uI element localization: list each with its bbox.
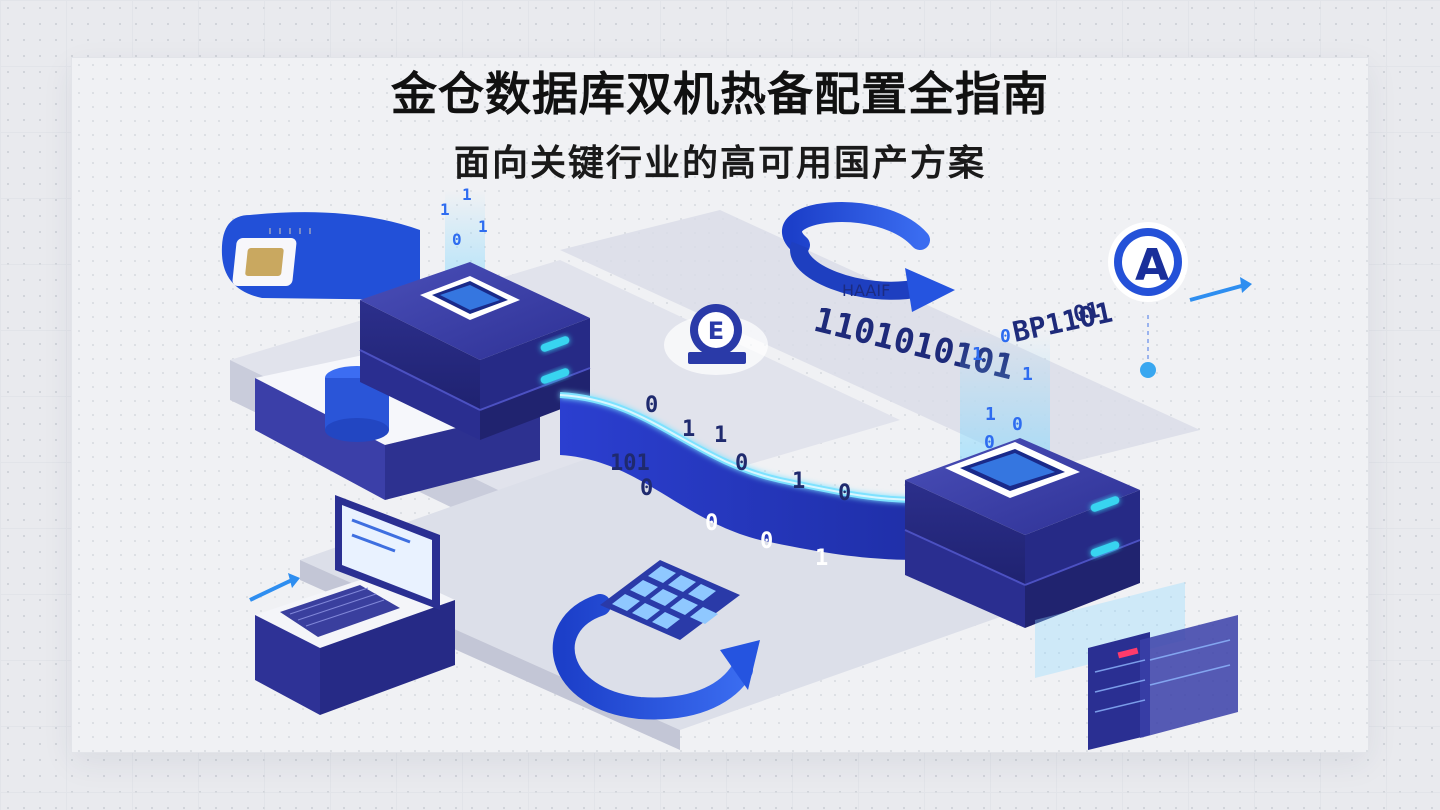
page-title: 金仓数据库双机热备配置全指南 bbox=[391, 67, 1049, 121]
stream-bit: 0 bbox=[640, 476, 653, 501]
stream-bit: 0 bbox=[735, 451, 748, 476]
stream-bit: 101 bbox=[610, 451, 650, 476]
svg-text:0: 0 bbox=[1000, 326, 1011, 347]
stream-bit: 0 bbox=[838, 481, 851, 506]
svg-text:0: 0 bbox=[1012, 414, 1023, 435]
svg-text:1: 1 bbox=[985, 404, 996, 425]
workstation-computer bbox=[249, 495, 455, 715]
stream-bit: 0 bbox=[705, 511, 718, 536]
page-subtitle: 面向关键行业的高可用国产方案 bbox=[453, 143, 986, 184]
stream-bit: 0 bbox=[760, 529, 773, 554]
monitoring-panels bbox=[1035, 582, 1238, 750]
stream-bit: 0 bbox=[645, 393, 658, 418]
stream-bit: 1 bbox=[682, 417, 695, 442]
svg-text:1: 1 bbox=[440, 200, 450, 219]
binary-text: 01 bbox=[1071, 298, 1102, 328]
svg-text:0: 0 bbox=[984, 432, 995, 453]
badge-letter: E bbox=[708, 317, 724, 345]
stream-bit: 1 bbox=[792, 469, 805, 494]
stream-bit: 1 bbox=[815, 546, 828, 571]
badge-letter: A bbox=[1135, 240, 1169, 291]
data-stream: 0 1 1 0 101 0 1 0 0 0 1 bbox=[559, 392, 921, 571]
svg-text:1: 1 bbox=[1022, 364, 1033, 385]
cpu-chip-icon bbox=[221, 212, 420, 300]
svg-text:1: 1 bbox=[972, 344, 983, 365]
arrow-label: HAAIF bbox=[842, 281, 890, 300]
kingbase-logo-icon: E bbox=[664, 304, 768, 375]
svg-text:1: 1 bbox=[462, 185, 472, 204]
stream-bit: 1 bbox=[714, 423, 727, 448]
sync-arrow-icon: HAAIF bbox=[782, 202, 955, 312]
svg-text:0: 0 bbox=[452, 230, 462, 249]
svg-text:1: 1 bbox=[478, 217, 488, 236]
data-grid-icon bbox=[600, 560, 740, 640]
primary-server: 111 0 bbox=[359, 185, 591, 440]
high-availability-icon: A bbox=[1108, 222, 1252, 378]
recovery-arrow-icon bbox=[552, 594, 760, 720]
